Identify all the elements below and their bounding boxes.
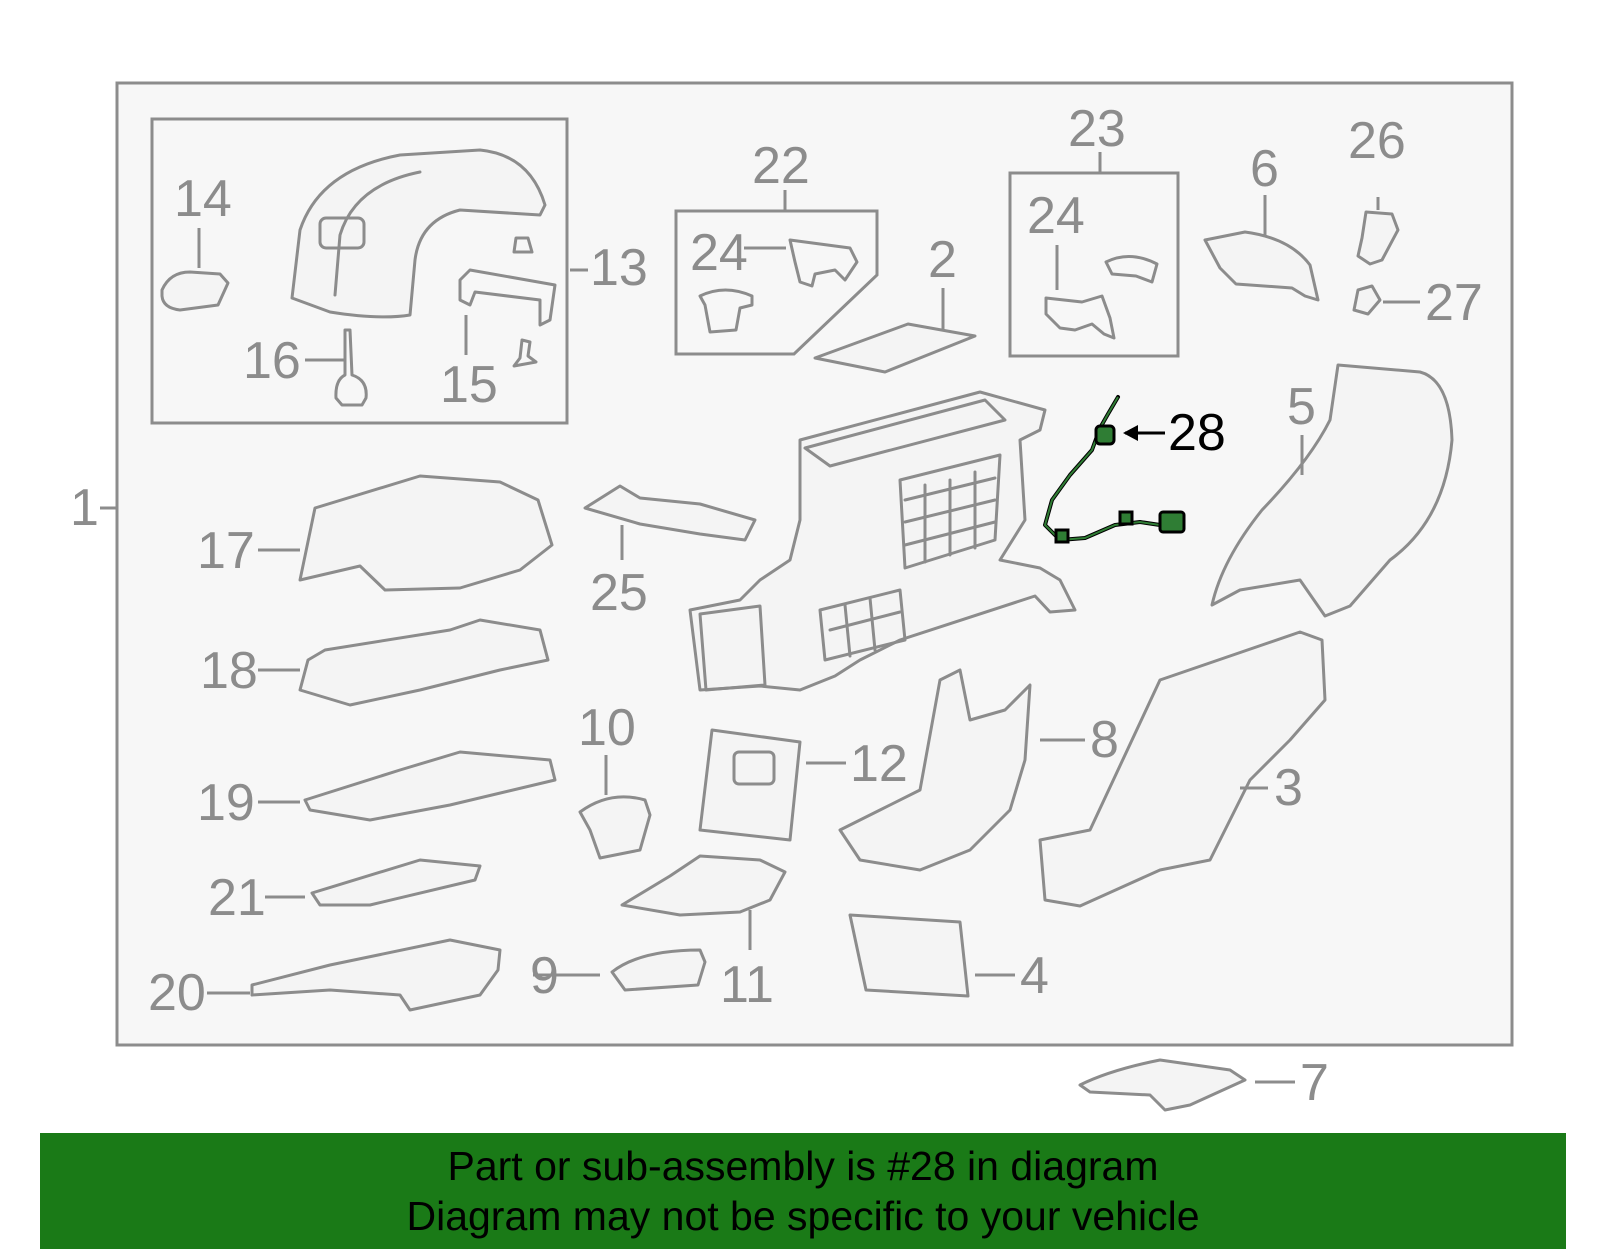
subassembly-frame-23 [1008, 171, 1180, 358]
part-4-end-cap [848, 913, 970, 998]
callout-24b: 24 [1027, 187, 1085, 245]
callout-26: 26 [1348, 112, 1406, 170]
callout-16: 16 [243, 332, 301, 390]
callout-27: 27 [1425, 274, 1483, 332]
part-19-tray-liner [303, 750, 557, 822]
part-16-screw [334, 328, 368, 407]
callout-4: 4 [1020, 947, 1049, 1005]
part-17-bin-cover [298, 474, 554, 592]
callout-15: 15 [440, 356, 498, 414]
part-10-cup-holder [578, 795, 652, 860]
part-26-plug [1356, 210, 1400, 266]
callout-13: 13 [590, 239, 648, 297]
callout-19: 19 [197, 774, 255, 832]
part-6-trim [1203, 230, 1320, 302]
callout-12: 12 [850, 735, 908, 793]
callout-25: 25 [590, 564, 648, 622]
callout-23: 23 [1068, 100, 1126, 158]
callout-3: 3 [1274, 759, 1303, 817]
callout-8: 8 [1090, 711, 1119, 769]
part-23-latch [1104, 255, 1159, 284]
callout-17: 17 [197, 522, 255, 580]
banner-line-1: Part or sub-assembly is #28 in diagram [447, 1143, 1159, 1189]
callout-14: 14 [174, 170, 232, 228]
part-3-side-trim [1038, 630, 1327, 908]
leader-lines [100, 152, 1420, 1084]
callout-18: 18 [200, 642, 258, 700]
part-24b-bracket [1044, 294, 1116, 340]
part-28-wiring-harness [1043, 395, 1186, 544]
part-9-ring [610, 948, 707, 992]
part-25-bracket [583, 484, 757, 542]
callout-2: 2 [928, 231, 957, 289]
callout-24a: 24 [690, 224, 748, 282]
callout-21: 21 [208, 869, 266, 927]
part-27-clip [1352, 284, 1382, 316]
part-11-bezel [620, 854, 787, 917]
callout-28: 28 [1168, 404, 1226, 462]
callout-6: 6 [1250, 140, 1279, 198]
callout-11: 11 [720, 956, 774, 1014]
callout-5: 5 [1287, 378, 1316, 436]
callout-10: 10 [578, 699, 636, 757]
callout-9: 9 [530, 947, 559, 1005]
part-2-mat [813, 322, 977, 374]
part-14-clip [160, 270, 230, 312]
info-banner: Part or sub-assembly is #28 in diagram D… [40, 1133, 1566, 1249]
part-21-mat [310, 858, 482, 907]
subassembly-frame-13 [150, 117, 569, 425]
callout-22: 22 [752, 137, 810, 195]
callout-1: 1 [70, 479, 99, 537]
part-5-side-panel [1210, 363, 1454, 618]
part-13-armrest-lid [290, 148, 557, 368]
part-22-latch [698, 288, 754, 334]
parts-diagram: 1 2 3 4 5 6 7 8 9 10 11 12 13 14 15 16 1… [70, 81, 1514, 1112]
banner-line-2: Diagram may not be specific to your vehi… [406, 1193, 1200, 1239]
subassembly-frame-22 [674, 209, 879, 356]
part-20-base-tray [250, 938, 502, 1012]
part-8-cup-holder-frame [838, 668, 1032, 872]
part-1-console-body [688, 390, 1077, 692]
part-7-insert [1078, 1058, 1247, 1112]
callout-7: 7 [1300, 1054, 1329, 1112]
callout-20: 20 [148, 964, 206, 1022]
part-24a-bracket [788, 238, 859, 288]
part-18-storage-tray [298, 618, 550, 707]
